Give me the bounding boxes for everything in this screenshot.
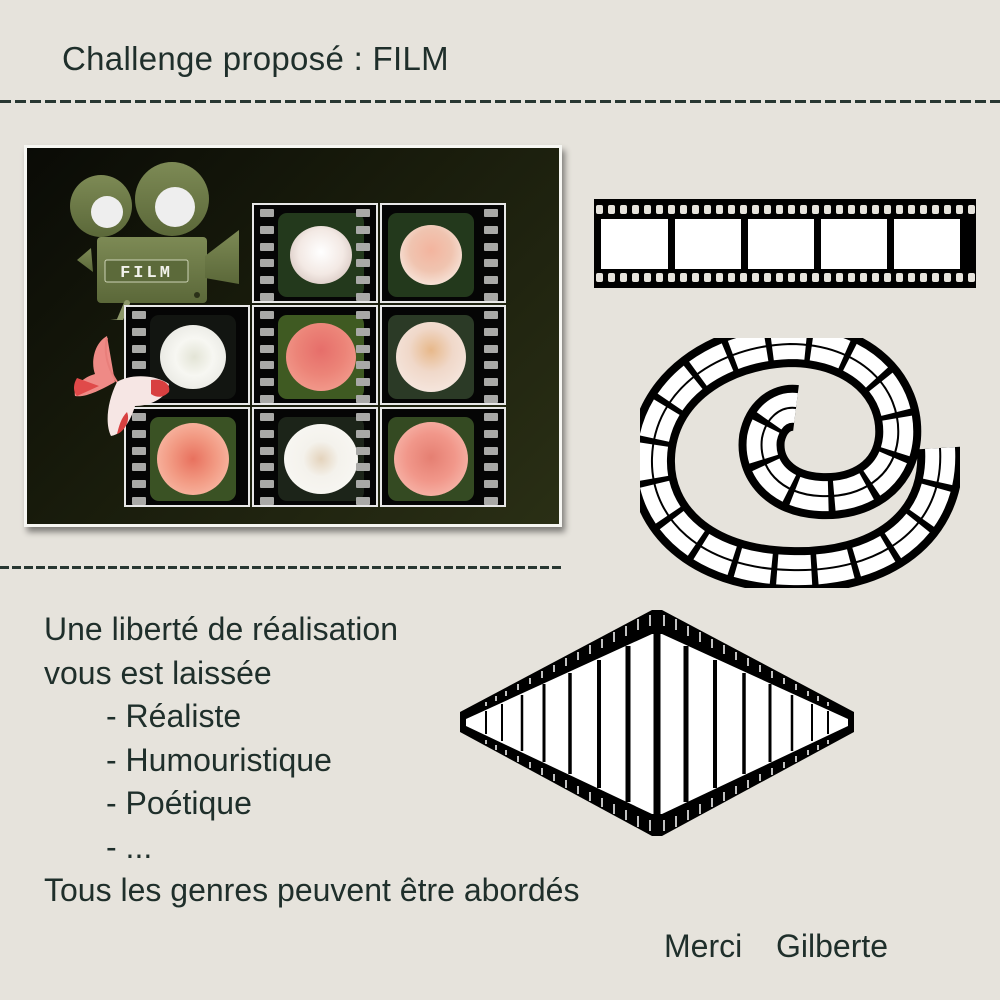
film-cell-r2c2	[380, 407, 506, 507]
closing-line: Tous les genres peuvent être abordés	[44, 872, 580, 908]
rose-image	[394, 422, 468, 496]
option-poetique: - Poétique	[106, 785, 252, 821]
instructions-text: Une liberté de réalisation vous est lais…	[44, 608, 579, 913]
rose-image	[400, 225, 462, 285]
top-dashed-divider	[0, 100, 1000, 103]
perspective-film-icon	[460, 610, 854, 836]
rose-image	[160, 325, 226, 389]
rose-image	[157, 423, 229, 495]
rose-image	[284, 424, 358, 494]
film-cell-r2c1	[252, 407, 378, 507]
rose-image	[290, 226, 352, 284]
option-ellipsis: - ...	[106, 828, 153, 865]
option-humouristique: - Humouristique	[106, 741, 332, 778]
film-cell-r0c2	[380, 203, 506, 303]
perspective-frame-dividers	[485, 632, 829, 816]
spiral-film-icon	[640, 338, 960, 588]
film-cell-r1c2	[380, 305, 506, 405]
film-cell-r1c1	[252, 305, 378, 405]
intro-line-2: vous est laissée	[44, 654, 272, 691]
film-frames	[601, 219, 960, 269]
rose-image	[286, 323, 356, 391]
page-title: Challenge proposé : FILM	[62, 40, 449, 77]
perspective-sprockets	[485, 615, 829, 831]
movie-camera-icon: FILM	[70, 162, 239, 320]
sprocket-holes-bottom	[596, 273, 975, 282]
film-collage-photo: FILM	[24, 145, 562, 527]
film-cell-r0c1	[252, 203, 378, 303]
film-strip-icon	[594, 199, 976, 288]
intro-line-1: Une liberté de réalisation	[44, 611, 398, 647]
sprocket-holes-top	[596, 205, 975, 214]
rose-image	[396, 322, 466, 392]
middle-dashed-divider	[0, 566, 563, 569]
butterfly-icon	[74, 336, 170, 436]
signature: Merci Gilberte	[664, 928, 889, 964]
film-cell-r2c0	[124, 407, 250, 507]
svg-text:FILM: FILM	[120, 264, 173, 283]
option-realiste: - Réaliste	[106, 698, 242, 734]
